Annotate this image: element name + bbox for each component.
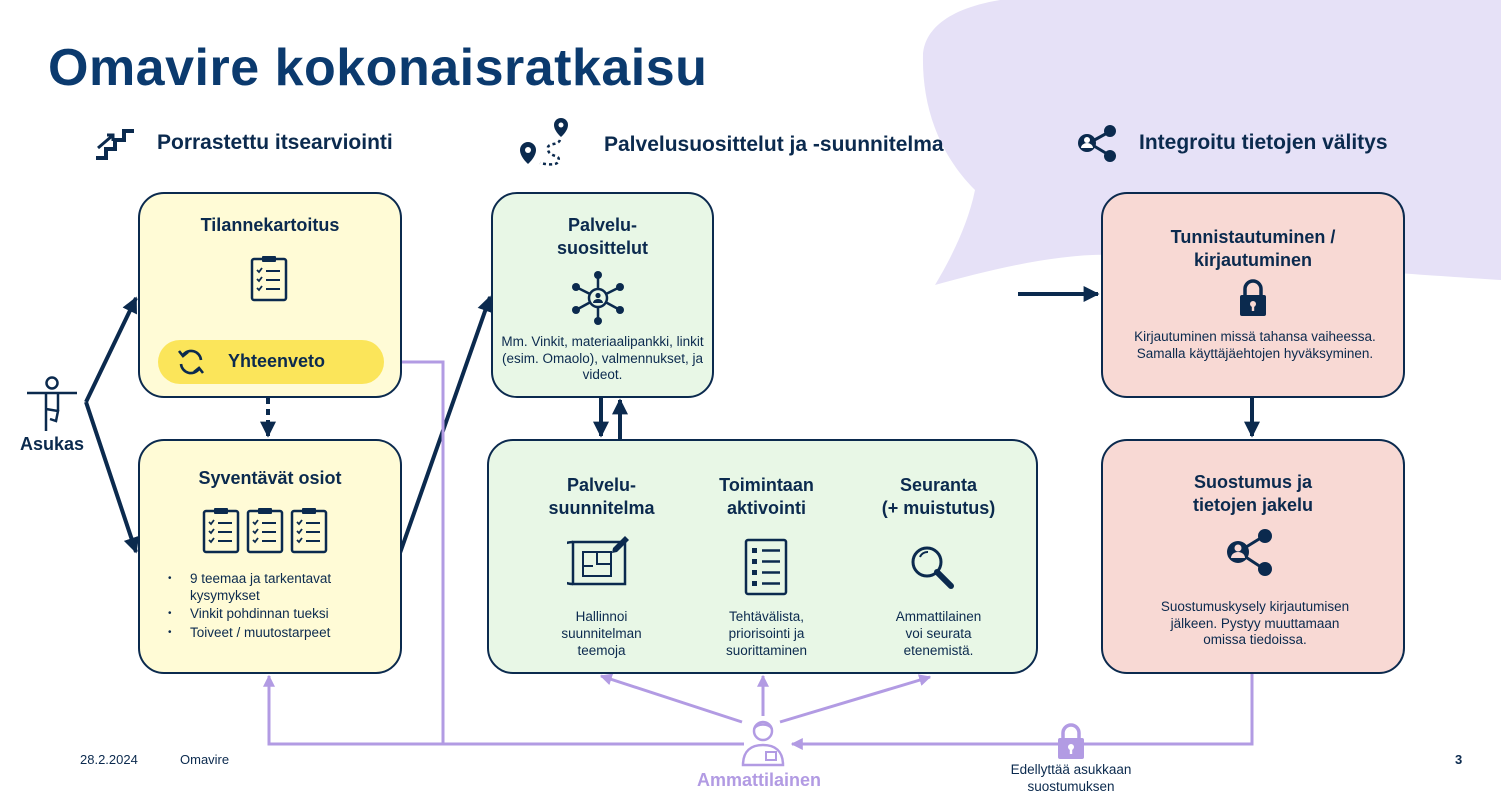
plan-col2-title-1: Toimintaan	[719, 475, 814, 495]
page-title: Omavire kokonaisratkaisu	[48, 39, 708, 97]
plan-col1-title-1: Palvelu-	[566, 475, 637, 495]
plan-col1-desc-2: suunnitelman	[561, 626, 642, 641]
person-yoga-icon	[27, 376, 77, 431]
box-deep-sections: Syventävät osiot 9 teemaa ja tarkentavat…	[138, 439, 402, 674]
share-person-icon	[1227, 529, 1272, 576]
bullet-item: Vinkit pohdinnan tueksi	[164, 606, 394, 623]
checklist-icon	[744, 538, 788, 596]
lock-icon	[1058, 723, 1084, 759]
route-pin-icon	[520, 118, 568, 166]
section-title-services: Palvelusuosittelut ja -suunnitelma	[604, 133, 944, 156]
network-person-icon	[572, 271, 624, 325]
bullet-item: Toiveet / muutostarpeet	[164, 625, 394, 642]
recommendations-title-1: Palvelu-	[567, 215, 638, 235]
box-service-plan: Palvelu- suunnitelma Toimintaan aktivoin…	[487, 439, 1038, 674]
share-person-icon	[1078, 125, 1116, 162]
situation-mapping-title: Tilannekartoitus	[200, 215, 340, 235]
section-title-self-assessment: Porrastettu itsearviointi	[157, 131, 393, 154]
bullet-item: 9 teemaa ja tarkentavat kysymykset	[164, 571, 394, 604]
professional-label: Ammattilainen	[697, 770, 822, 790]
plan-col3-title-1: Seuranta	[899, 475, 978, 495]
plan-col2-desc-1: Tehtävälista,	[728, 609, 805, 624]
consent-title-1: Suostumus ja	[1193, 472, 1313, 492]
plan-col2-desc-2: priorisointi ja	[728, 626, 805, 641]
plan-col1-title-2: suunnitelma	[548, 498, 655, 518]
refresh-icon	[177, 349, 205, 375]
footer-date: 28.2.2024	[80, 752, 138, 767]
page-number: 3	[1455, 752, 1463, 767]
magnifier-icon	[911, 546, 954, 589]
summary-pill[interactable]: Yhteenveto	[158, 340, 384, 384]
lock-icon	[1240, 279, 1266, 316]
plan-col2-desc-3: suorittaminen	[725, 643, 808, 658]
plan-col1-desc-3: teemoja	[577, 643, 626, 658]
consent-note: Edellyttää asukkaan suostumuksen	[1010, 762, 1132, 794]
plan-col2-title-2: aktivointi	[726, 498, 806, 518]
plan-col3-title-2: (+ muistutus)	[881, 498, 996, 518]
recommendations-desc: Mm. Vinkit, materiaalipankki, linkit (es…	[501, 334, 704, 382]
plan-col3-desc-3: etenemistä.	[903, 643, 974, 658]
clipboards-icon	[202, 506, 328, 554]
plan-col1-desc-1: Hallinnoi	[575, 609, 628, 624]
summary-pill-label: Yhteenveto	[228, 351, 326, 371]
plan-col3-desc-2: voi seurata	[905, 626, 972, 641]
section-title-integration: Integroitu tietojen välitys	[1139, 131, 1388, 154]
resident-label: Asukas	[20, 434, 85, 454]
professional-icon	[741, 720, 785, 767]
recommendations-title-2: suosittelut	[556, 238, 648, 258]
consent-desc: Suostumuskysely kirjautumisen jälkeen. P…	[1160, 599, 1350, 647]
deep-sections-bullets: 9 teemaa ja tarkentavat kysymykset Vinki…	[164, 571, 394, 643]
stairs-icon	[96, 129, 134, 160]
auth-title-1: Tunnistautuminen /	[1170, 227, 1336, 247]
deep-sections-title: Syventävät osiot	[198, 468, 342, 488]
auth-title-2: kirjautuminen	[1193, 250, 1313, 270]
consent-title-2: tietojen jakelu	[1192, 495, 1314, 515]
clipboard-icon	[250, 256, 288, 302]
auth-desc: Kirjautuminen missä tahansa vaiheessa. S…	[1134, 329, 1376, 361]
footer-org: Omavire	[180, 752, 230, 767]
box-consent: Suostumus ja tietojen jakelu Suostumusky…	[1101, 439, 1405, 674]
blueprint-icon	[567, 536, 629, 586]
plan-col3-desc-1: Ammattilainen	[895, 609, 982, 624]
